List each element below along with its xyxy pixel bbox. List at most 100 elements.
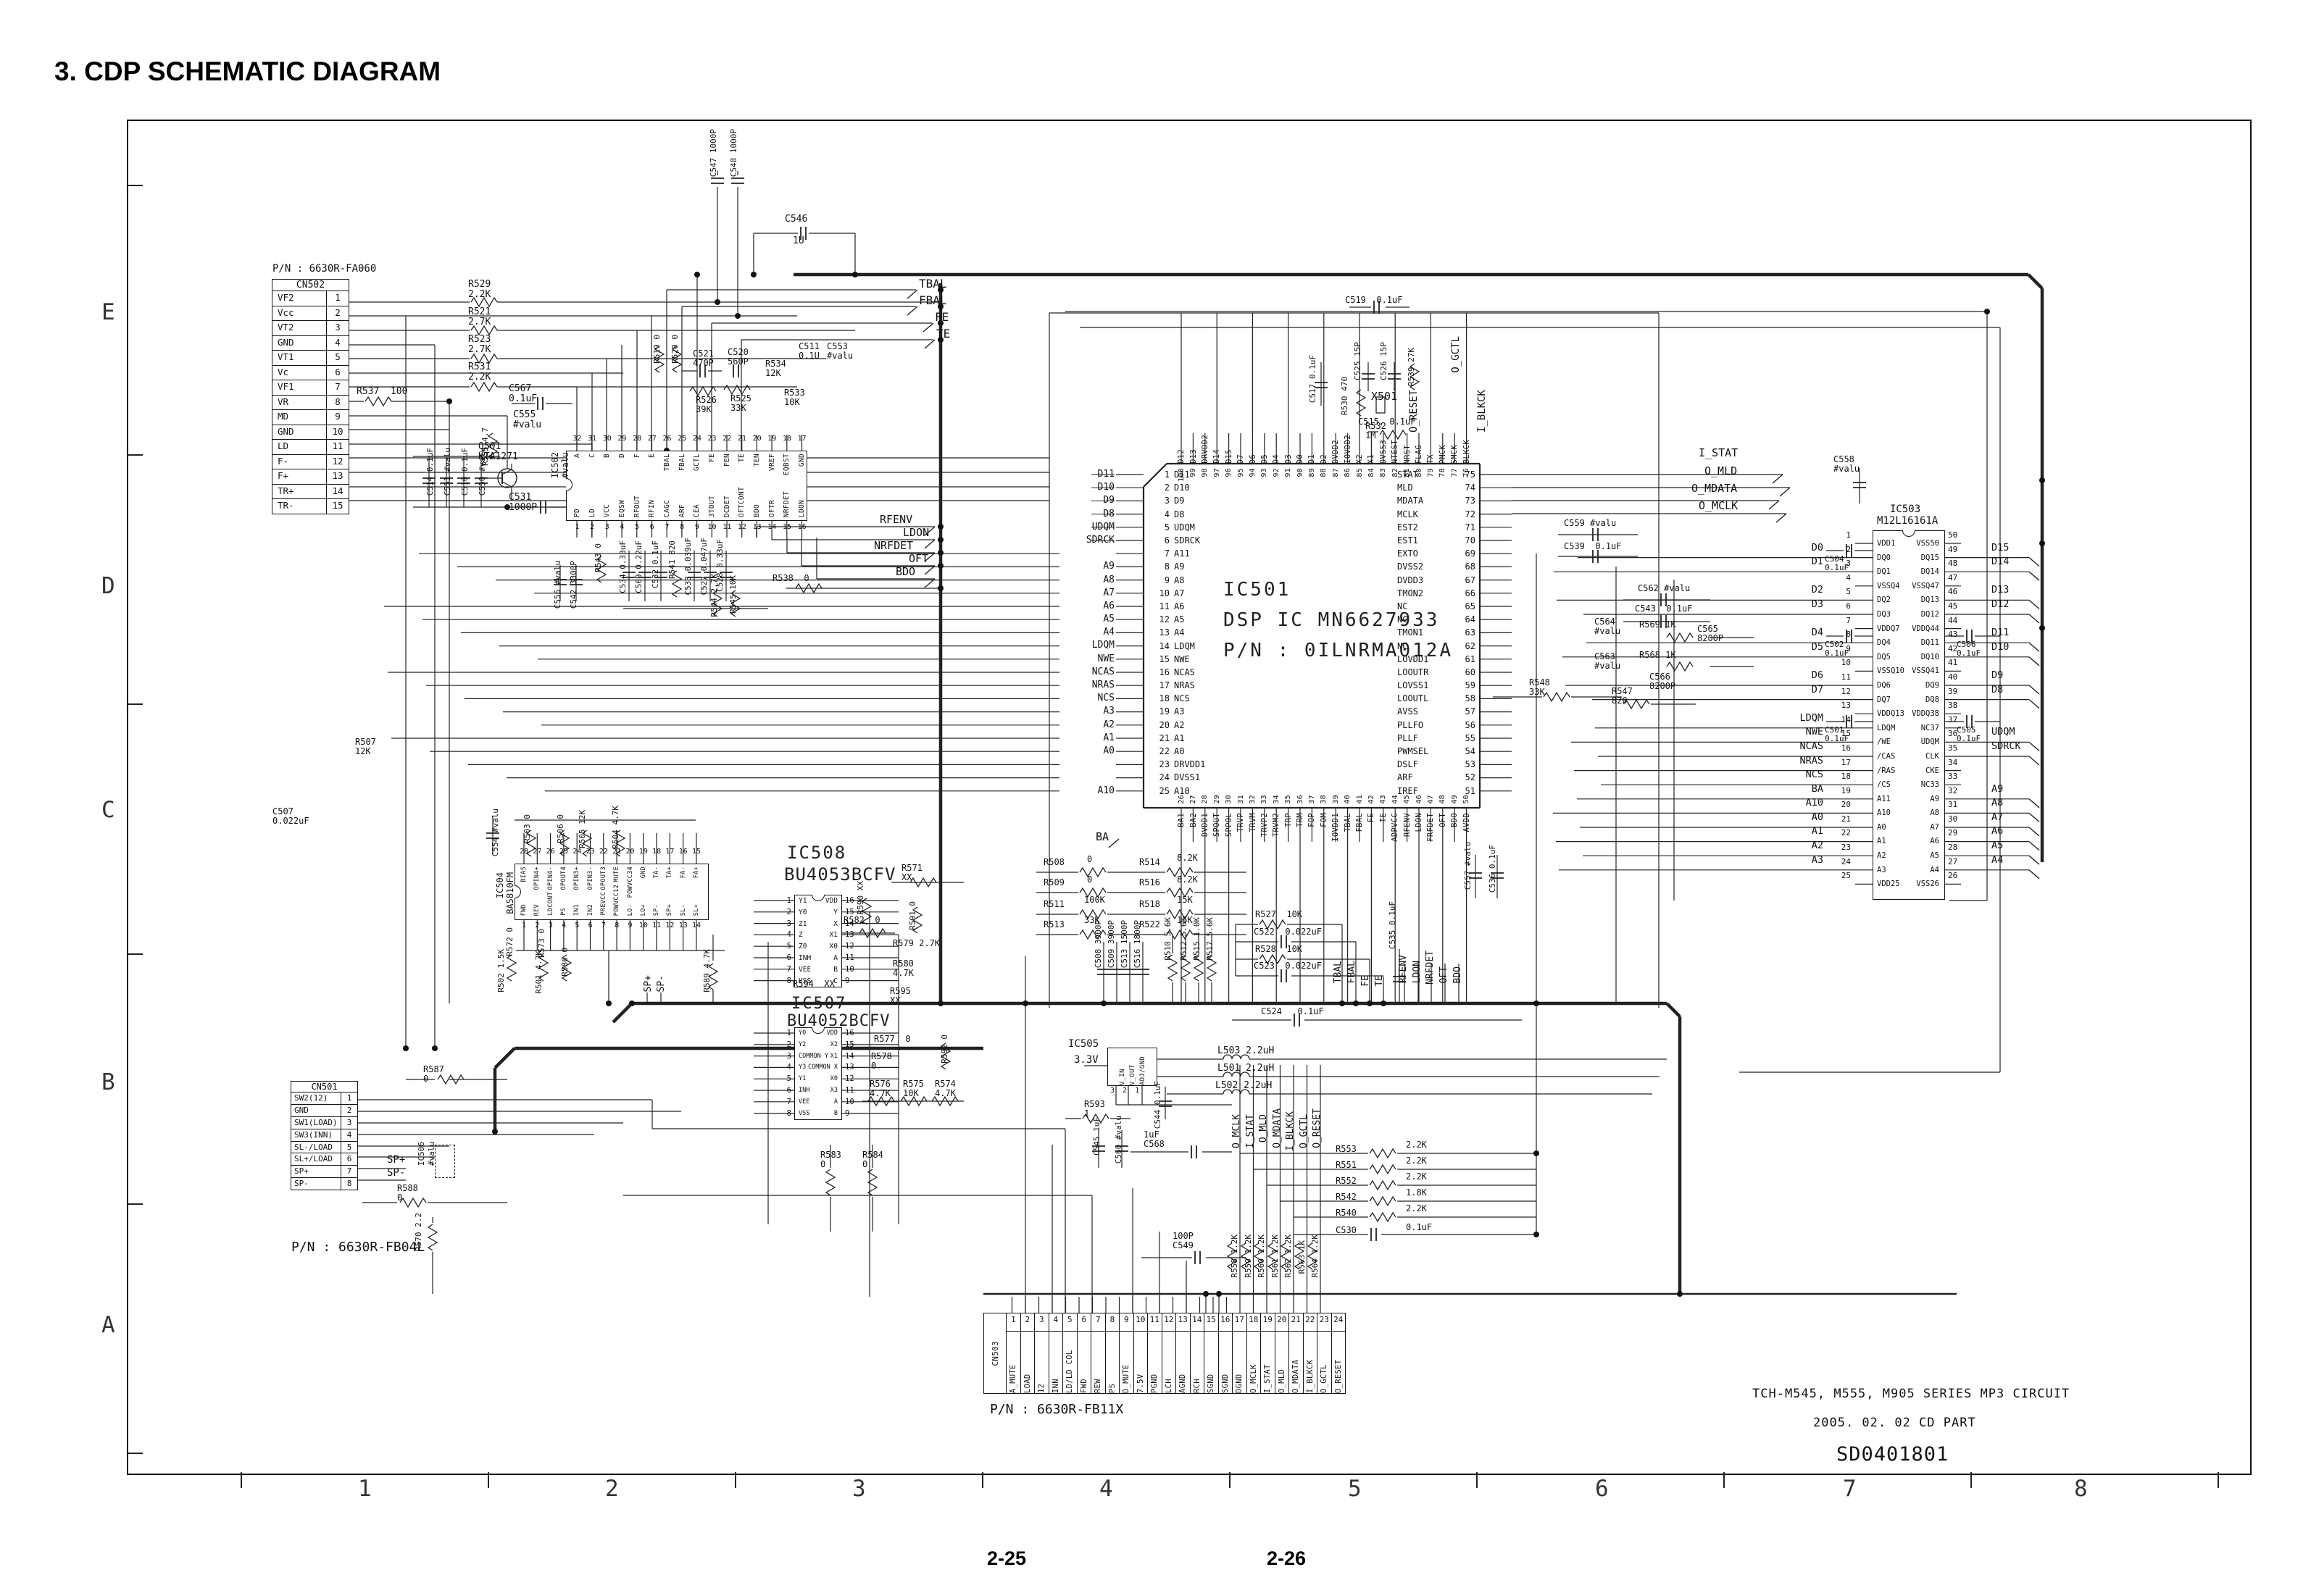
component-label: C556 #valu [553, 561, 562, 609]
cn503-pin: 14 RCH [1190, 1313, 1204, 1393]
ic501-top-number: 99 [1189, 468, 1198, 477]
ic501-bottom-name: TRM [1296, 813, 1305, 827]
cn503-pin-name-wrap: AGND [1176, 1332, 1190, 1394]
component-label: 3.3V [1074, 1054, 1099, 1066]
component-label: C569 0.22uF [634, 540, 644, 593]
cn503-pin-name-wrap: LD/LD COL [1063, 1332, 1077, 1393]
chip-ic503 [1873, 530, 1945, 900]
component-label: R504 4.7K [611, 806, 620, 849]
cn502-pin-row: LD 11 [272, 439, 349, 454]
component-label: C519 0.1uF [1345, 295, 1403, 305]
cn503-pin-name-wrap: A_MUTE [1007, 1332, 1020, 1393]
cn503-pin-name-wrap: I_BLKCK [1304, 1332, 1317, 1393]
component-label: R590 XX [856, 881, 865, 915]
ic501-right-pin: EST1 70 [1397, 535, 1475, 546]
cn503-pin-name: 7.5V [1136, 1374, 1145, 1394]
ic501-left-stub-label: A1 [1103, 732, 1115, 743]
ic502-bottom-name: CAGC [662, 499, 671, 517]
cn502-pin-name: TR+ [278, 485, 294, 496]
ic502-top-name: TEN [753, 454, 762, 467]
ic501-right-pin: DVDD3 67 [1397, 575, 1475, 585]
cn502-pin-name: F- [278, 455, 289, 467]
ic501-top-number: 97 [1212, 468, 1221, 477]
ic501-top-number: 92 [1272, 468, 1281, 477]
ic502-bottom-number: 1 [575, 523, 580, 531]
ic507-part: BU4052BCFV [787, 1012, 891, 1030]
ic501-left-pin: 13 A4 [1159, 627, 1185, 638]
cn502-pin-name: VR [278, 396, 289, 407]
component-label: R569 1K [1639, 619, 1676, 630]
cn503-pin-number: 5 [1063, 1313, 1077, 1332]
cn502-pin-row: GND 4 [272, 335, 349, 350]
ic501-bottom-name: IOVDD1 [1331, 813, 1341, 842]
ic501-left-stub-label: A2 [1103, 719, 1115, 730]
ic502-top-name: E [648, 454, 657, 459]
ic504-top-number: 27 [533, 848, 542, 856]
component-label: C520 560P [728, 347, 749, 367]
ic504-bottom-name: SP- [653, 903, 661, 916]
ic501-top-number: 91 [1284, 468, 1293, 477]
cn503-pin-number: 1 [1007, 1313, 1020, 1332]
ic501-top-name: D12 [1177, 449, 1186, 464]
ic501-left-pin: 7 A11 [1164, 548, 1190, 559]
ic501-bottom-name: TRVM [1248, 813, 1257, 832]
ic504-top-name: TA- [653, 866, 661, 879]
component-label: L503 2.2uH [1217, 1045, 1275, 1056]
cn503-pin-name: O_GCTL [1320, 1364, 1329, 1393]
ic502-bottom-name: LDON [798, 499, 807, 517]
cn503-pin-number: 8 [1105, 1313, 1119, 1332]
ic504-top-number: 22 [599, 848, 608, 856]
component-label: R525 33K [730, 393, 751, 413]
component-label: R516 [1139, 877, 1160, 887]
component-label: IC506 [417, 1142, 426, 1166]
ic501-left-pin: 12 A5 [1159, 614, 1185, 625]
cn502-pin-number: 4 [326, 335, 349, 350]
cn503-pin-name-wrap: PGND [1148, 1332, 1162, 1394]
component-label: C555 #valu [513, 409, 542, 430]
component-label: C534 0.33uF [618, 540, 628, 593]
component-label: LDON [903, 526, 930, 539]
component-label: R538 0 [773, 573, 809, 583]
component-label: C509 3900P [1107, 920, 1116, 969]
cn503-pins: 1 A_MUTE 2 LOAD 3 12 4 INN 5 LD/LD COL 6… [1007, 1313, 1345, 1393]
component-label: R514 [1139, 857, 1160, 867]
cn503-pin-name-wrap: I_STAT [1261, 1332, 1275, 1393]
cn502-pin-row: F- 12 [272, 454, 349, 469]
cn501-pin-row: SW1(LOAD) 3 [291, 1116, 357, 1129]
ic501-left-stub-label: A6 [1103, 600, 1115, 611]
ic504-bottom-name: LO+ [639, 903, 647, 916]
ic501-left-stub-label: LDQM [1091, 640, 1115, 651]
ic502-bottom-number: 13 [752, 523, 762, 531]
component-label: R592 0 [940, 1035, 949, 1064]
component-label: FBAL [919, 293, 947, 307]
ic501-top-number: 79 [1426, 468, 1435, 477]
cn503-pin-name: O_RESET [1333, 1359, 1343, 1393]
pn-label-fb04l: P/N : 6630R-FB04L [291, 1240, 425, 1255]
component-label: R533 10K [784, 388, 805, 407]
component-label: R510 5.6K [1163, 917, 1173, 961]
component-label: TBAL [919, 277, 947, 291]
component-label: C565 8200P [1697, 624, 1724, 643]
cn503-pin: 7 REW [1091, 1313, 1106, 1393]
component-label: C558 #valu [1833, 454, 1860, 474]
cn503-pin: 24 O_RESET [1331, 1313, 1345, 1393]
cn502-pin-name: VT2 [278, 322, 294, 333]
component-label: I_BLKCK [1476, 390, 1488, 433]
component-label: #valu [427, 1142, 436, 1166]
ic501-bottom-number: 28 [1201, 795, 1209, 804]
ic501-left-pin: 10 A7 [1159, 588, 1185, 598]
connector-cn503: CN503 1 A_MUTE 2 LOAD 3 12 4 INN 5 LD/LD… [983, 1313, 1346, 1394]
ic502-top-number: 18 [782, 435, 791, 443]
ic501-top-name: SMCK [1450, 444, 1460, 464]
component-label: R540 [1336, 1208, 1357, 1218]
cn502-pin-name: LD [278, 440, 289, 451]
cn502-pin-row: VT2 3 [272, 320, 349, 335]
component-label: C564 #valu [1594, 617, 1621, 636]
component-label: R563 1K [1297, 1240, 1307, 1274]
ic502-top-number: 23 [707, 435, 717, 443]
